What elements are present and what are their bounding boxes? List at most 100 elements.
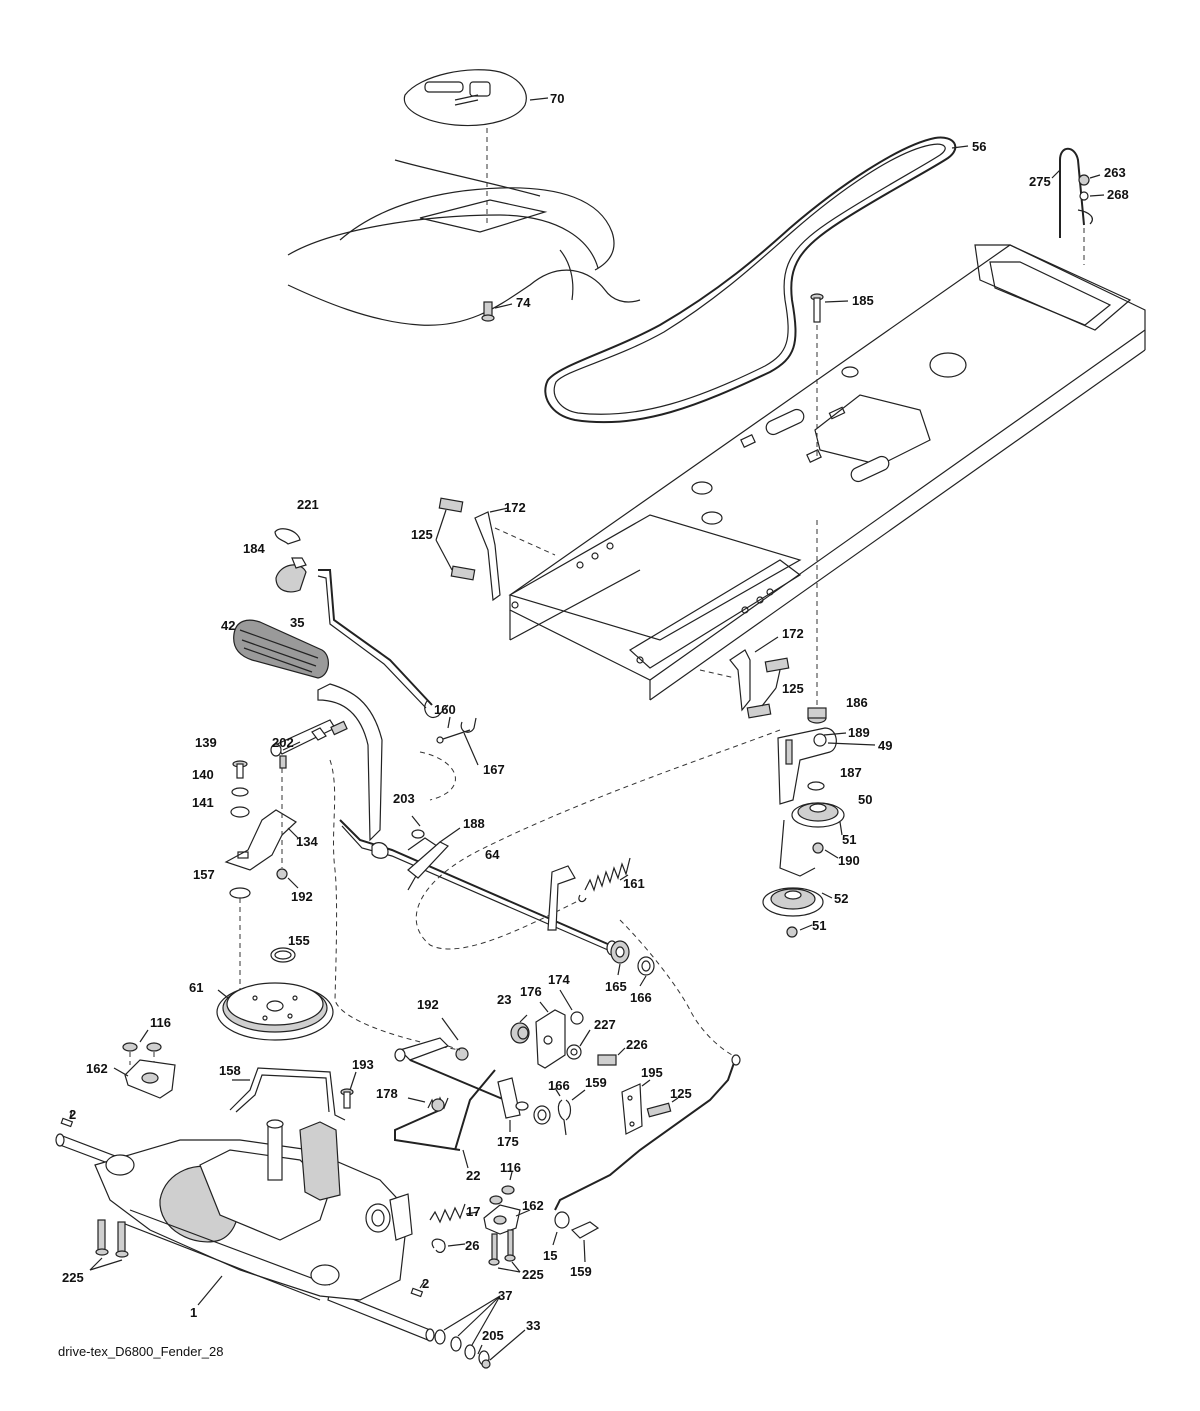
label-bolt-193: 193 bbox=[352, 1057, 374, 1072]
shaft-202-drawing bbox=[270, 719, 348, 769]
label-washer-268: 268 bbox=[1107, 187, 1129, 202]
label-arm-175: 175 bbox=[497, 1134, 519, 1149]
lever-lower-assembly bbox=[394, 1017, 529, 1151]
label-drive-belt: 56 bbox=[972, 139, 986, 154]
label-nut-192-b: 192 bbox=[417, 997, 439, 1012]
label-nut-116-b: 116 bbox=[500, 1160, 521, 1175]
label-washer-37: 37 bbox=[498, 1288, 512, 1303]
label-washer-166-b: 166 bbox=[548, 1078, 570, 1093]
key-2-drawing bbox=[60, 1109, 425, 1298]
bracket-162-b-drawing bbox=[483, 1171, 531, 1273]
label-bolt-139: 139 bbox=[195, 735, 217, 750]
label-lever-188: 188 bbox=[463, 816, 485, 831]
label-clip-159-a: 159 bbox=[585, 1075, 607, 1090]
label-pulley-50: 50 bbox=[858, 792, 872, 807]
plate-195-drawing bbox=[554, 1054, 741, 1211]
label-nut-116-a: 116 bbox=[150, 1015, 171, 1030]
fender-drawing bbox=[287, 159, 641, 326]
label-hairpin-221: 221 bbox=[297, 497, 319, 512]
label-bracket-162-b: 162 bbox=[522, 1198, 544, 1213]
washer-15-clip-159 bbox=[552, 1211, 600, 1263]
spring-clip-drawing bbox=[1051, 147, 1105, 265]
pedal-assembly bbox=[233, 528, 618, 956]
label-washer-205: 205 bbox=[482, 1328, 504, 1343]
label-nut-51-b: 51 bbox=[812, 918, 826, 933]
label-spring-161: 161 bbox=[623, 876, 645, 891]
label-shaft-64: 64 bbox=[485, 847, 500, 862]
fender-cover-drawing bbox=[403, 69, 549, 225]
label-bracket-162-a: 162 bbox=[86, 1061, 108, 1076]
label-pin-167: 167 bbox=[483, 762, 505, 777]
label-screw-74: 74 bbox=[516, 295, 531, 310]
arm-175-assembly bbox=[462, 1087, 586, 1169]
label-bolt-189: 189 bbox=[848, 725, 870, 740]
label-bracket-172-a: 172 bbox=[504, 500, 526, 515]
label-idler-arm-49: 49 bbox=[878, 738, 892, 753]
label-clip-159-b: 159 bbox=[570, 1264, 592, 1279]
label-key-2-b: 2 bbox=[422, 1276, 429, 1291]
label-belt-guide-190: 190 bbox=[838, 853, 860, 868]
screw-74-drawing bbox=[481, 301, 513, 322]
label-bolt-226: 226 bbox=[626, 1037, 648, 1052]
label-nut-51-a: 51 bbox=[842, 832, 856, 847]
spring-17-26-drawing bbox=[429, 1203, 479, 1254]
label-transaxle: 1 bbox=[190, 1305, 197, 1320]
drive-belt-drawing bbox=[544, 136, 969, 424]
label-spring-178: 178 bbox=[376, 1086, 398, 1101]
label-ring-155: 155 bbox=[288, 933, 310, 948]
label-washer-157: 157 bbox=[193, 867, 215, 882]
fan-guard-158-drawing bbox=[229, 1067, 357, 1121]
label-washer-140: 140 bbox=[192, 767, 214, 782]
label-washer-227: 227 bbox=[594, 1017, 616, 1032]
label-washer-141: 141 bbox=[192, 795, 214, 810]
belt-routing-dashed bbox=[329, 729, 781, 1059]
label-bolt-125-c: 125 bbox=[670, 1086, 692, 1101]
label-nut-192-a: 192 bbox=[291, 889, 313, 904]
label-spring-26: 26 bbox=[465, 1238, 479, 1253]
label-pulley-61: 61 bbox=[189, 980, 203, 995]
label-clip-160: 160 bbox=[434, 702, 456, 717]
label-spring-17: 17 bbox=[466, 1204, 480, 1219]
label-key-2-a: 2 bbox=[69, 1107, 76, 1122]
idler-assembly bbox=[762, 520, 876, 938]
bracket-172-a-drawing bbox=[435, 497, 556, 602]
label-bracket-172-b: 172 bbox=[782, 626, 804, 641]
label-washer-166-a: 166 bbox=[630, 990, 652, 1005]
label-bolt-185: 185 bbox=[852, 293, 874, 308]
label-washer-15: 15 bbox=[543, 1248, 557, 1263]
bracket-172-b-drawing bbox=[699, 636, 790, 719]
bushing-washer-165-166 bbox=[610, 940, 655, 987]
spring-161-drawing bbox=[578, 857, 631, 903]
label-rod-35: 35 bbox=[290, 615, 304, 630]
part-labels: 70 56 275 263 268 74 185 221 184 35 125 … bbox=[62, 91, 1129, 1343]
transaxle-drawing bbox=[55, 1119, 435, 1342]
label-ring-33: 33 bbox=[526, 1318, 540, 1333]
bolt-185-drawing bbox=[810, 293, 849, 460]
axle-washers bbox=[434, 1295, 526, 1369]
bracket-162-a-drawing bbox=[113, 1029, 176, 1099]
label-pulley-52: 52 bbox=[834, 891, 848, 906]
label-bracket-176: 176 bbox=[520, 984, 542, 999]
label-bolt-225-a: 225 bbox=[62, 1270, 84, 1285]
label-washer-187: 187 bbox=[840, 765, 862, 780]
label-washer-174: 174 bbox=[548, 972, 570, 987]
label-fan-guard-158: 158 bbox=[219, 1063, 241, 1078]
label-bolt-225-b: 225 bbox=[522, 1267, 544, 1282]
label-shaft-202: 202 bbox=[272, 735, 294, 750]
diagram-caption: drive-tex_D6800_Fender_28 bbox=[58, 1344, 224, 1359]
spring-178-drawing bbox=[407, 1096, 449, 1112]
label-washer-203: 203 bbox=[393, 791, 415, 806]
label-knob-184: 184 bbox=[243, 541, 265, 556]
label-bolt-263: 263 bbox=[1104, 165, 1126, 180]
label-pedal-pad: 42 bbox=[221, 618, 235, 633]
label-spring-clip: 275 bbox=[1029, 174, 1051, 189]
bracket-134-assembly bbox=[224, 760, 299, 990]
label-rod-22: 22 bbox=[466, 1168, 480, 1183]
label-bolt-125-b: 125 bbox=[782, 681, 804, 696]
label-bolt-125-a: 125 bbox=[411, 527, 433, 542]
lever-188-drawing bbox=[407, 815, 461, 879]
pulley-61-drawing bbox=[216, 947, 334, 1041]
tractor-frame bbox=[508, 244, 1146, 701]
bracket-176-assembly bbox=[510, 989, 626, 1069]
